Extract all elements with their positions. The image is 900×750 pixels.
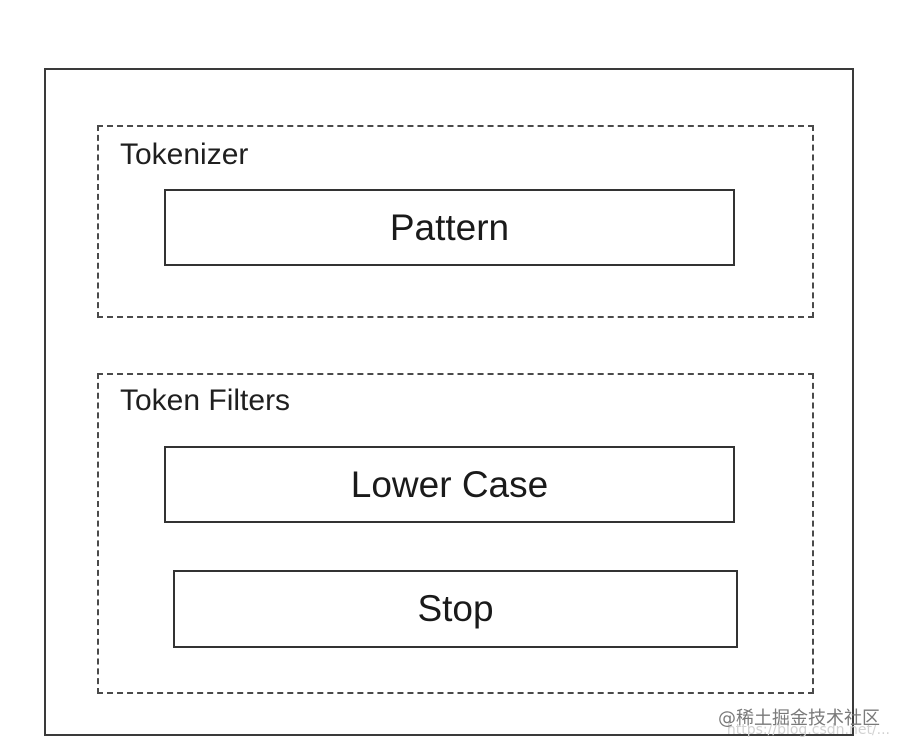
- lower-case-box: Lower Case: [164, 446, 735, 523]
- tokenizer-group: [97, 125, 814, 318]
- pattern-box: Pattern: [164, 189, 735, 266]
- analyzer-frame: [44, 68, 854, 736]
- token-filters-title: Token Filters: [120, 384, 291, 417]
- tokenizer-title: Tokenizer: [120, 138, 249, 171]
- faint-url-watermark: https://blog.csdn.net/...: [726, 722, 890, 738]
- stop-box: Stop: [173, 570, 738, 648]
- site-watermark: @稀土掘金技术社区: [718, 708, 880, 729]
- token-filters-group: [97, 373, 814, 694]
